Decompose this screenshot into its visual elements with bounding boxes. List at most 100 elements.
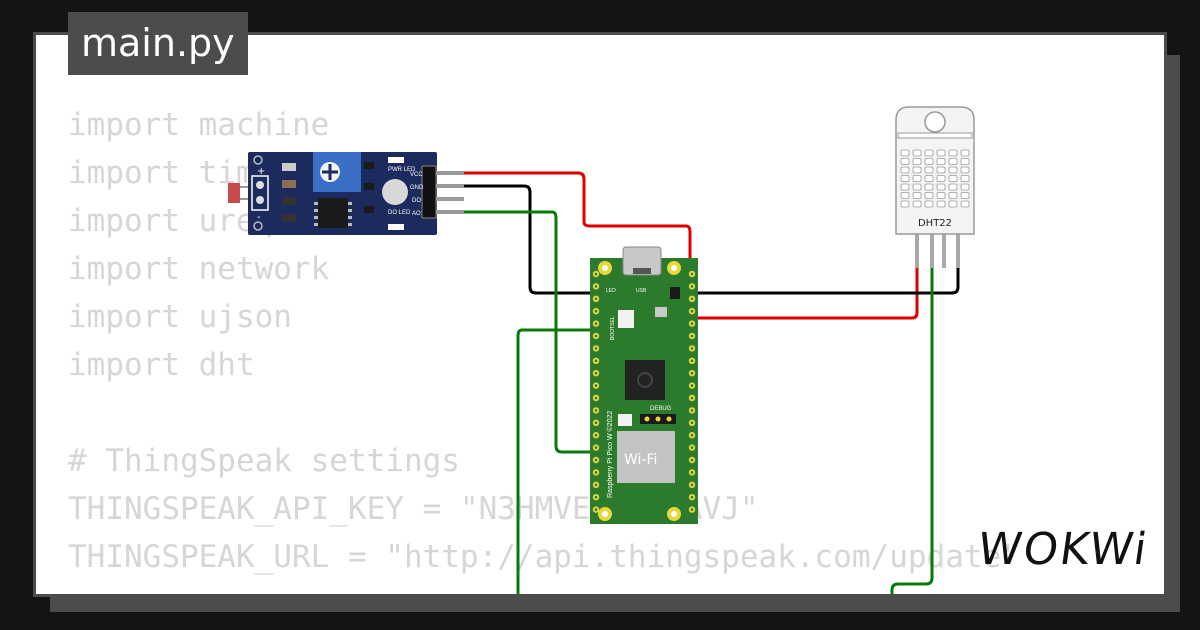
code-line: import machine <box>68 107 330 143</box>
pico-pin-hole <box>690 421 694 425</box>
pico-pin-hole <box>594 446 598 449</box>
light-sensor-module[interactable]: + - PWR LED DO LED VCC <box>228 152 464 235</box>
dht-vent-slot <box>936 200 946 208</box>
pico-w-board[interactable]: LED USB BOOTSEL DEBUG Wi-Fi Raspberry Pi… <box>590 246 698 524</box>
dht-vent-slot <box>936 192 946 199</box>
dht-vent-slot <box>936 166 946 174</box>
dht-vent-slot <box>912 183 922 191</box>
dht-vent-slot <box>912 166 922 174</box>
pico-pin-hole <box>690 396 694 400</box>
pico-pin-hole <box>594 334 598 338</box>
dht-vent-slot <box>912 192 922 199</box>
dht-vent-slot <box>936 183 946 191</box>
dht-vent-slot <box>936 158 946 165</box>
pico-pin-hole <box>594 347 598 350</box>
dht-vent-slot <box>900 149 910 157</box>
minus-label: - <box>257 212 261 223</box>
dht-vent-slot <box>948 183 958 191</box>
dht-vent-slot <box>960 158 970 165</box>
dht-vent-slot <box>900 183 910 191</box>
dht-vent-slot <box>900 158 910 165</box>
power-led <box>382 179 408 205</box>
dht-vent-slot <box>960 166 970 174</box>
dht-vent-slot <box>960 200 970 208</box>
dht-vent-slot <box>948 200 958 208</box>
pico-pin-hole <box>690 359 694 363</box>
dht-vent-slot <box>960 175 970 182</box>
dht22-sensor[interactable]: DHT22 <box>895 106 975 268</box>
wire-gnd-black[interactable] <box>462 184 960 295</box>
dht-vent-slot <box>936 149 946 157</box>
pico-pin-hole <box>690 433 694 437</box>
pico-pin-hole <box>690 409 694 412</box>
code-line: import network <box>68 251 330 287</box>
wire-vcc-red[interactable] <box>462 171 919 320</box>
code-line: THINGSPEAK_URL = "http://api.thingspeak.… <box>68 539 1020 575</box>
dht-vent-slot <box>960 183 970 191</box>
dht-vent-slot <box>912 149 922 157</box>
plus-label: + <box>257 166 265 177</box>
pico-pin-hole <box>690 495 694 499</box>
debug-label: DEBUG <box>650 406 672 412</box>
wifi-module <box>617 431 675 483</box>
pico-pin-hole <box>690 309 694 313</box>
pico-pin-hole <box>594 359 598 363</box>
pwr-led-label: PWR LED <box>388 167 416 173</box>
photoresistor <box>228 183 240 203</box>
pico-pin-hole <box>690 384 694 387</box>
pico-pin-hole <box>594 309 598 313</box>
dht-label: DHT22 <box>918 218 952 229</box>
pico-pin-hole <box>594 371 598 375</box>
pico-pin-hole <box>594 322 598 325</box>
pico-pin-hole <box>690 483 694 487</box>
wifi-label: Wi-Fi <box>624 452 657 468</box>
pico-pin-hole <box>690 347 694 350</box>
dht-vent-slot <box>900 175 910 182</box>
code-line: import ujson <box>68 299 292 335</box>
wire-gp-green-left[interactable] <box>516 328 596 600</box>
pico-pin-hole <box>690 297 694 301</box>
dht-vent-slot <box>948 175 958 182</box>
pico-right-pins <box>688 270 696 513</box>
filename-tab: main.py <box>68 12 248 75</box>
wire-ao-green[interactable] <box>462 210 596 454</box>
dht-vent-slot <box>900 192 910 199</box>
pico-pin-hole <box>690 371 694 375</box>
dht-vent-slot <box>960 149 970 157</box>
dht-vent-slot <box>924 183 934 191</box>
dht-vent-slot <box>924 149 934 157</box>
bootsel-button[interactable] <box>618 310 634 328</box>
dht-vent-slot <box>924 166 934 174</box>
pico-pin-hole <box>690 471 694 474</box>
pico-pin-hole <box>690 272 694 276</box>
wire-dht-data-green[interactable] <box>890 266 934 600</box>
dht-vent-grid <box>900 149 970 208</box>
dht-vent-slot <box>912 175 922 182</box>
rp2040-chip <box>625 360 665 400</box>
pico-pin-hole <box>594 409 598 412</box>
dht-vent-slot <box>912 200 922 208</box>
pico-pin-hole <box>690 446 694 449</box>
wokwi-logo: WOKWi <box>974 524 1152 575</box>
dht-vent-slot <box>948 192 958 199</box>
dht-vent-slot <box>960 192 970 199</box>
dht-vent-slot <box>936 175 946 182</box>
dht-vent-slot <box>948 158 958 165</box>
code-line: import dht <box>68 347 255 383</box>
board-model-label: Raspberry Pi Pico W ©2022 <box>606 411 614 498</box>
pin-label-gnd: GND <box>410 185 424 191</box>
code-line: # ThingSpeak settings <box>68 443 460 479</box>
dht-vent-slot <box>948 166 958 174</box>
comparator-chip <box>318 198 348 228</box>
dht-vent-slot <box>912 158 922 165</box>
pico-pin-hole <box>594 285 598 288</box>
pico-pin-hole <box>690 285 694 288</box>
pin-label-ao: AO <box>412 211 421 217</box>
pico-pin-hole <box>594 421 598 425</box>
dht-vent-slot <box>924 200 934 208</box>
pico-pin-hole <box>690 458 694 462</box>
led-label: LED <box>606 288 616 294</box>
pico-pin-hole <box>594 508 598 511</box>
pico-pin-hole <box>690 508 694 511</box>
pico-left-pins <box>592 270 600 513</box>
